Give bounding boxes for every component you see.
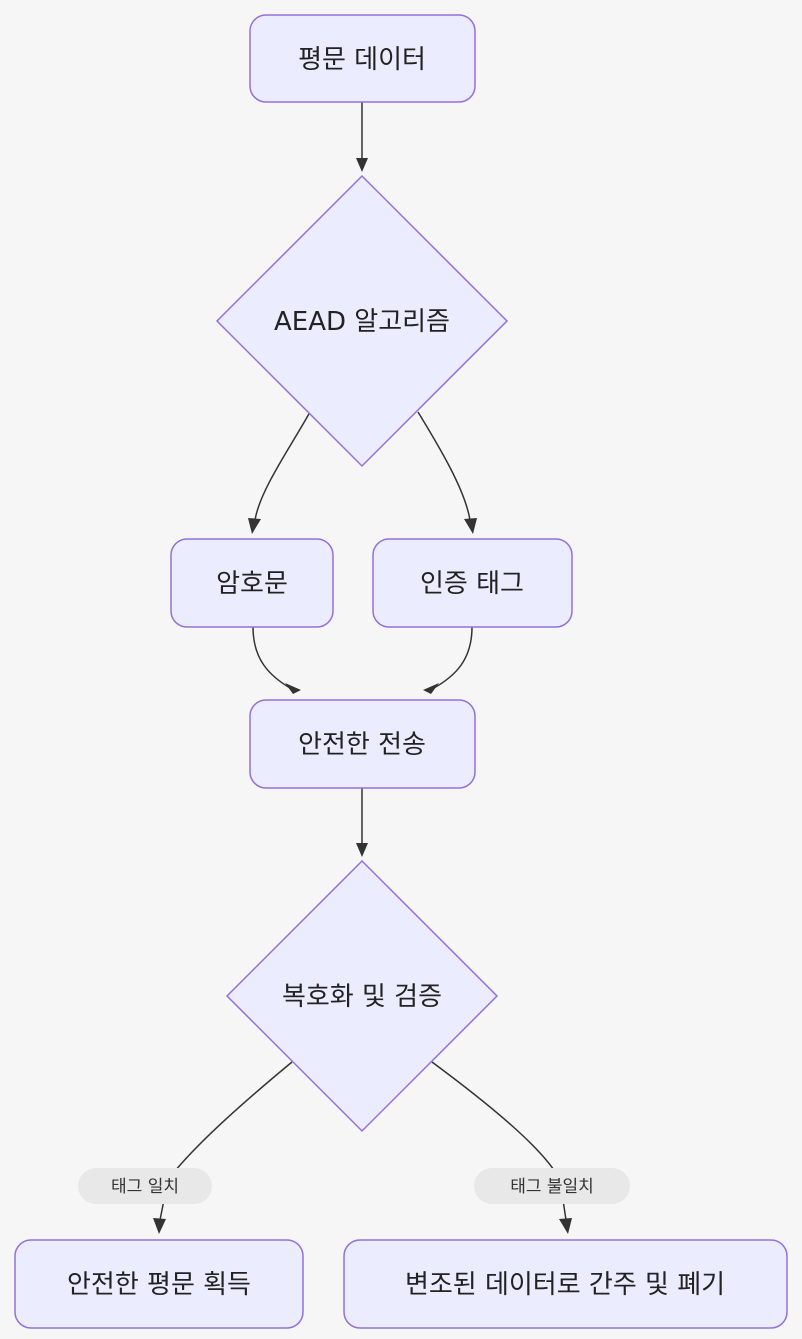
node-plaintext-ok: 안전한 평문 획득: [14, 1239, 304, 1329]
edge-label-tag-mismatch: 태그 불일치: [474, 1168, 630, 1204]
arrowhead-ciphertext-to-transfer: [285, 683, 301, 694]
node-aead-label: AEAD 알고리즘: [274, 307, 450, 337]
node-plaintext-ok-label: 안전한 평문 획득: [67, 1270, 251, 1300]
node-decrypt-verify-decision: 복호화 및 검증: [225, 859, 499, 1133]
node-auth-tag-label: 인증 태그: [420, 569, 524, 599]
arrowhead-plaintext-to-aead: [356, 158, 368, 172]
node-tampered-label: 변조된 데이터로 간주 및 폐기: [405, 1270, 725, 1300]
node-plaintext-label: 평문 데이터: [298, 45, 426, 75]
edge-label-tag-match-text: 태그 일치: [111, 1177, 179, 1197]
arrowhead-auth-tag-to-transfer: [423, 683, 439, 694]
edge-label-tag-match: 태그 일치: [78, 1168, 212, 1204]
edge-ciphertext-to-transfer: [252, 626, 291, 689]
node-ciphertext-label: 암호문: [216, 569, 288, 599]
node-decrypt-verify-label: 복호화 및 검증: [282, 982, 442, 1012]
node-plaintext: 평문 데이터: [249, 14, 476, 103]
arrowhead-aead-to-auth-tag: [464, 518, 477, 534]
node-ciphertext: 암호문: [170, 538, 334, 628]
edge-label-tag-mismatch-text: 태그 불일치: [510, 1177, 594, 1197]
node-aead-decision: AEAD 알고리즘: [215, 174, 509, 468]
node-tampered: 변조된 데이터로 간주 및 폐기: [343, 1239, 788, 1329]
edge-aead-to-ciphertext: [254, 411, 311, 521]
arrowhead-decrypt-to-tampered: [559, 1218, 572, 1234]
arrowhead-decrypt-to-plaintext-ok: [153, 1218, 166, 1234]
node-secure-transfer: 안전한 전송: [249, 699, 476, 789]
arrowhead-aead-to-ciphertext: [248, 518, 261, 534]
node-auth-tag: 인증 태그: [372, 538, 573, 628]
arrowhead-transfer-to-decrypt: [356, 843, 368, 857]
node-secure-transfer-label: 안전한 전송: [298, 730, 426, 760]
edge-auth-tag-to-transfer: [433, 626, 473, 689]
edge-aead-to-auth-tag: [417, 411, 471, 521]
